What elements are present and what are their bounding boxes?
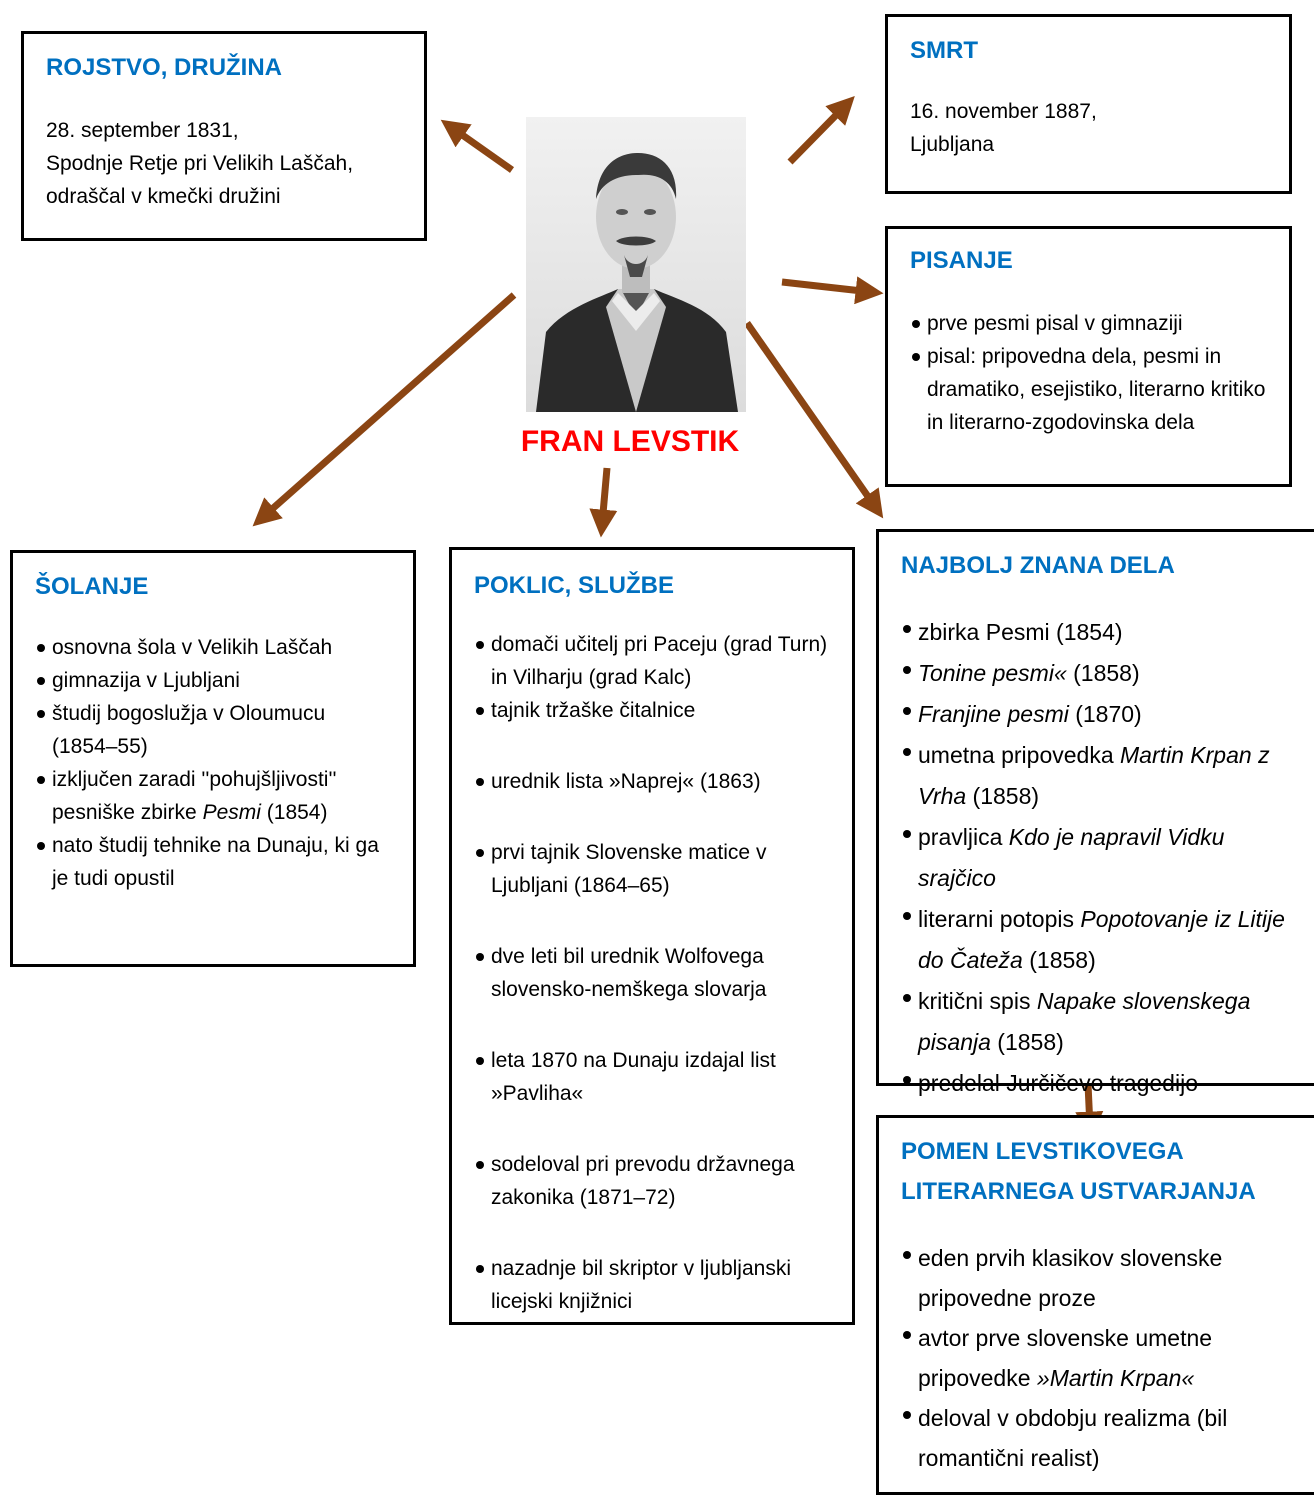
item-text: pravljica — [918, 824, 1009, 850]
list-item: literarni potopis Popotovanje iz Litije … — [901, 899, 1288, 981]
arrow-to-solanje — [252, 292, 517, 527]
item-text: (1858) — [1066, 660, 1140, 686]
item-work-title: Martin Krpan z Vrha — [918, 742, 1270, 809]
box-rojstvo: ROJSTVO, DRUŽINA 28. september 1831, Spo… — [21, 31, 427, 241]
text-line: 28. september 1831, — [46, 119, 239, 142]
box-solanje: ŠOLANJE osnovna šola v Velikih Laščah gi… — [10, 550, 416, 967]
item-text: (1854) — [260, 801, 328, 824]
item-text: umetna pripovedka — [918, 742, 1121, 768]
box-text: 28. september 1831, Spodnje Retje pri Ve… — [46, 114, 353, 213]
list-item: prvi tajnik Slovenske matice v Ljubljani… — [474, 836, 834, 902]
item-work-title: Pesmi — [202, 801, 261, 824]
arrow-to-smrt — [787, 96, 855, 165]
item-work-title: Kdo je napravil Vidku srajčico — [918, 824, 1225, 891]
item-text: deloval v obdobju realizma (bil romantič… — [918, 1405, 1228, 1471]
box-smrt: SMRT 16. november 1887, Ljubljana — [885, 14, 1292, 194]
bullet-list: prve pesmi pisal v gimnaziji pisal: prip… — [910, 307, 1269, 439]
portrait-photo — [526, 117, 746, 412]
list-item: nato študij tehnike na Dunaju, ki ga je … — [35, 829, 389, 895]
box-dela: NAJBOLJ ZNANA DELA zbirka Pesmi (1854) T… — [876, 529, 1314, 1096]
item-text: (1858) — [966, 783, 1040, 809]
list-item: Tonine pesmi« (1858) — [901, 653, 1288, 694]
list-item: urednik lista »Naprej« (1863) — [474, 765, 834, 798]
list-item: nazadnje bil skriptor v ljubljanski lice… — [474, 1252, 834, 1318]
list-item: zbirka Pesmi (1854) — [901, 612, 1288, 653]
arrow-to-pisanje — [781, 276, 884, 305]
list-item: osnovna šola v Velikih Laščah — [35, 631, 389, 664]
list-item: tajnik tržaške čitalnice — [474, 694, 834, 727]
bullet-list: zbirka Pesmi (1854) Tonine pesmi« (1858)… — [901, 612, 1288, 1104]
item-work-title: Tonine pesmi« — [918, 660, 1067, 686]
item-text: izključen zaradi ''pohujšljivosti'' pesn… — [52, 768, 337, 824]
box-title: SMRT — [910, 37, 978, 64]
box-title: POMEN LEVSTIKOVEGA LITERARNEGA USTVARJAN… — [901, 1138, 1256, 1205]
box-pomen: POMEN LEVSTIKOVEGA LITERARNEGA USTVARJAN… — [876, 1115, 1314, 1495]
list-item: predelal Jurčičevo tragedijo — [901, 1063, 1288, 1104]
item-work-title: Napake slovenskega pisanja — [918, 988, 1251, 1055]
list-item: prve pesmi pisal v gimnaziji — [910, 307, 1269, 340]
center-name: FRAN LEVSTIK — [520, 425, 740, 458]
text-line: Spodnje Retje pri Velikih Laščah, — [46, 152, 354, 175]
list-item: leta 1870 na Dunaju izdajal list »Pavlih… — [474, 1044, 834, 1110]
item-text: avtor prve slovenske umetne pripovedke — [918, 1325, 1213, 1391]
list-item: avtor prve slovenske umetne pripovedke »… — [901, 1318, 1288, 1398]
list-item: kritični spis Napake slovenskega pisanja… — [901, 981, 1288, 1063]
list-item: pisal: pripovedna dela, pesmi in dramati… — [910, 340, 1269, 439]
list-item: umetna pripovedka Martin Krpan z Vrha (1… — [901, 735, 1288, 817]
list-item: domači učitelj pri Paceju (grad Turn) in… — [474, 628, 834, 694]
list-item: gimnazija v Ljubljani — [35, 664, 389, 697]
item-text: eden prvih klasikov slovenske pripovedne… — [918, 1245, 1223, 1311]
item-text: zbirka Pesmi (1854) — [918, 619, 1123, 645]
list-item: izključen zaradi ''pohujšljivosti'' pesn… — [35, 763, 389, 829]
box-title: ŠOLANJE — [35, 573, 149, 600]
item-work-title: »Martin Krpan« — [1036, 1365, 1195, 1391]
box-pisanje: PISANJE prve pesmi pisal v gimnaziji pis… — [885, 226, 1292, 487]
list-item: sodeloval pri prevodu državnega zakonika… — [474, 1148, 834, 1214]
text-line: odraščal v kmečki družini — [46, 185, 281, 208]
list-item: dve leti bil urednik Wolfovega slovensko… — [474, 940, 834, 1006]
arrow-to-poklic — [589, 467, 618, 538]
list-item: pravljica Kdo je napravil Vidku srajčico — [901, 817, 1288, 899]
box-title: POKLIC, SLUŽBE — [474, 572, 675, 599]
box-poklic: POKLIC, SLUŽBE domači učitelj pri Paceju… — [449, 547, 855, 1325]
bullet-list: osnovna šola v Velikih Laščah gimnazija … — [35, 631, 389, 895]
arrow-to-rojstvo — [440, 119, 515, 173]
box-text: 16. november 1887, Ljubljana — [910, 95, 1097, 161]
item-text: predelal Jurčičevo tragedijo — [918, 1070, 1198, 1096]
text-line: Ljubljana — [910, 133, 995, 156]
list-item: študij bogoslužja v Oloumucu (1854–55) — [35, 697, 389, 763]
item-text: kritični spis — [918, 988, 1037, 1014]
list-item: Franjine pesmi (1870) — [901, 694, 1288, 735]
item-work-title: Franjine pesmi — [918, 701, 1069, 727]
bullet-list: eden prvih klasikov slovenske pripovedne… — [901, 1238, 1288, 1478]
text-line: 16. november 1887, — [910, 100, 1097, 123]
list-item: deloval v obdobju realizma (bil romantič… — [901, 1398, 1288, 1478]
item-text: (1870) — [1068, 701, 1142, 727]
box-title: NAJBOLJ ZNANA DELA — [901, 552, 1175, 579]
item-text: (1858) — [990, 1029, 1064, 1055]
item-text: literarni potopis — [918, 906, 1081, 932]
item-work-title: Popotovanje iz Litije do Čateža — [918, 906, 1285, 973]
box-title: PISANJE — [910, 247, 1013, 274]
item-text: (1858) — [1022, 947, 1096, 973]
bullet-list: domači učitelj pri Paceju (grad Turn) in… — [474, 628, 834, 1318]
box-title: ROJSTVO, DRUŽINA — [46, 54, 283, 81]
list-item: eden prvih klasikov slovenske pripovedne… — [901, 1238, 1288, 1318]
arrow-to-dela — [744, 320, 884, 519]
